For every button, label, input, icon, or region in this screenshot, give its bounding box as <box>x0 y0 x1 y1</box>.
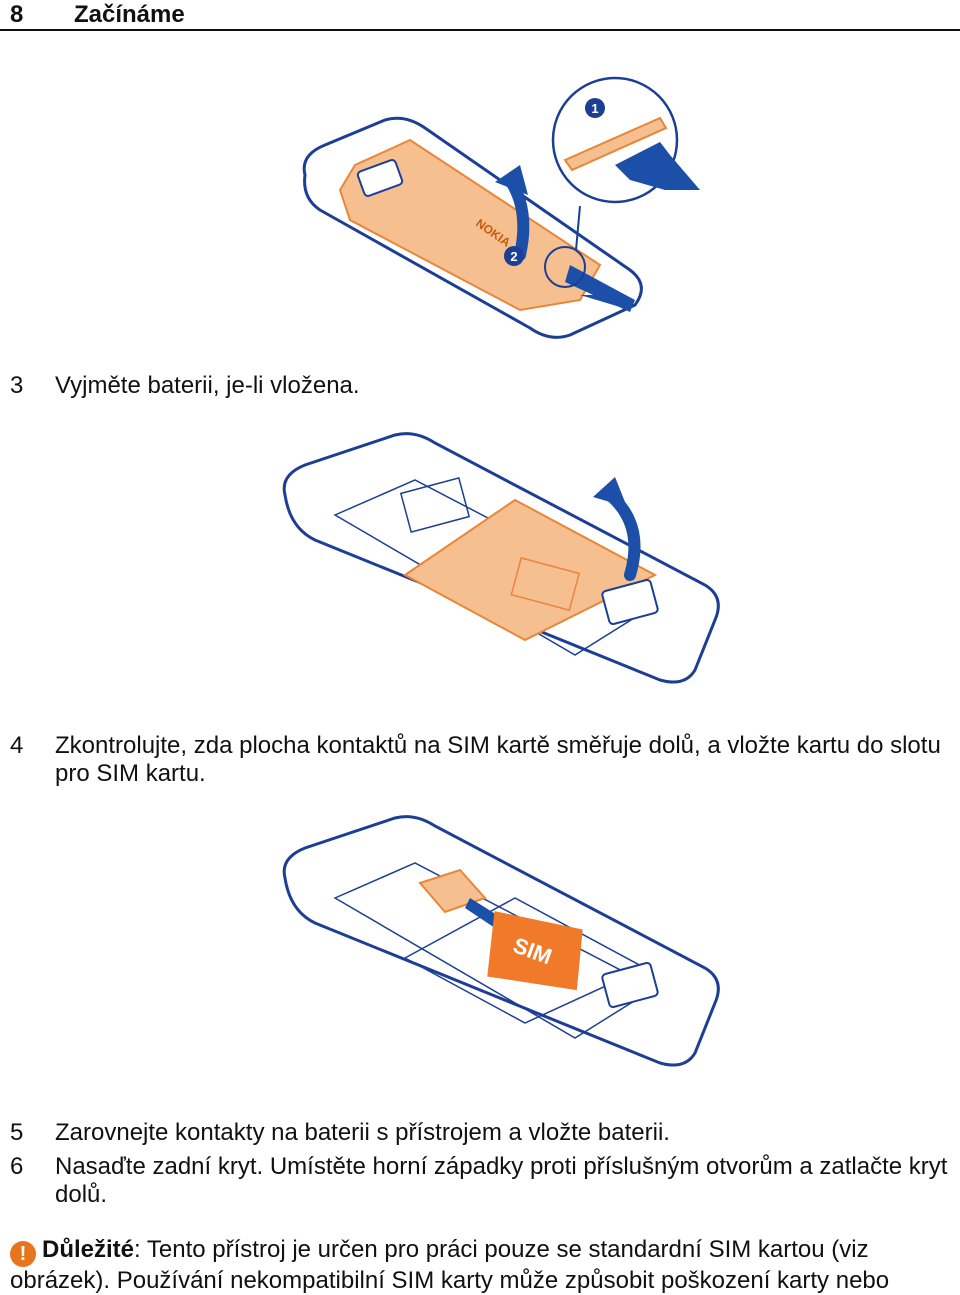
note-label: Důležité <box>42 1236 135 1263</box>
step-text: Zarovnejte kontakty na baterii s přístro… <box>55 1119 670 1146</box>
step-text: Vyjměte baterii, je-li vložena. <box>55 372 360 399</box>
step-6: 6 Nasaďte zadní kryt. Umístěte horní záp… <box>10 1153 950 1209</box>
remove-back-cover-illustration: NOKIA 1 2 <box>302 76 700 339</box>
header-rule <box>0 29 960 31</box>
step-number: 5 <box>10 1119 24 1146</box>
step-4: 4 Zkontrolujte, zda plocha kontaktů na S… <box>10 732 950 788</box>
callout-1: 1 <box>591 101 598 116</box>
page-number: 8 <box>10 1 24 28</box>
note-separator: : <box>134 1236 141 1263</box>
step-text: Zkontrolujte, zda plocha kontaktů na SIM… <box>55 732 941 787</box>
step-5: 5 Zarovnejte kontakty na baterii s příst… <box>10 1119 950 1147</box>
warning-icon: ! <box>10 1241 36 1267</box>
step-number: 6 <box>10 1153 24 1180</box>
step-number: 4 <box>10 732 24 759</box>
note-text: Tento přístroj je určen pro práci pouze … <box>10 1236 890 1294</box>
step-number: 3 <box>10 372 24 399</box>
insert-sim-illustration: SIM <box>282 815 720 1067</box>
chapter-title: Začínáme <box>74 1 185 28</box>
step-text: Nasaďte zadní kryt. Umístěte horní západ… <box>55 1153 948 1208</box>
remove-battery-illustration <box>282 432 720 684</box>
step-3: 3 Vyjměte baterii, je-li vložena. <box>10 372 950 400</box>
callout-2: 2 <box>510 249 517 264</box>
important-note: !Důležité: Tento přístroj je určen pro p… <box>10 1236 950 1295</box>
page-header: 8 Začínáme <box>0 0 960 31</box>
